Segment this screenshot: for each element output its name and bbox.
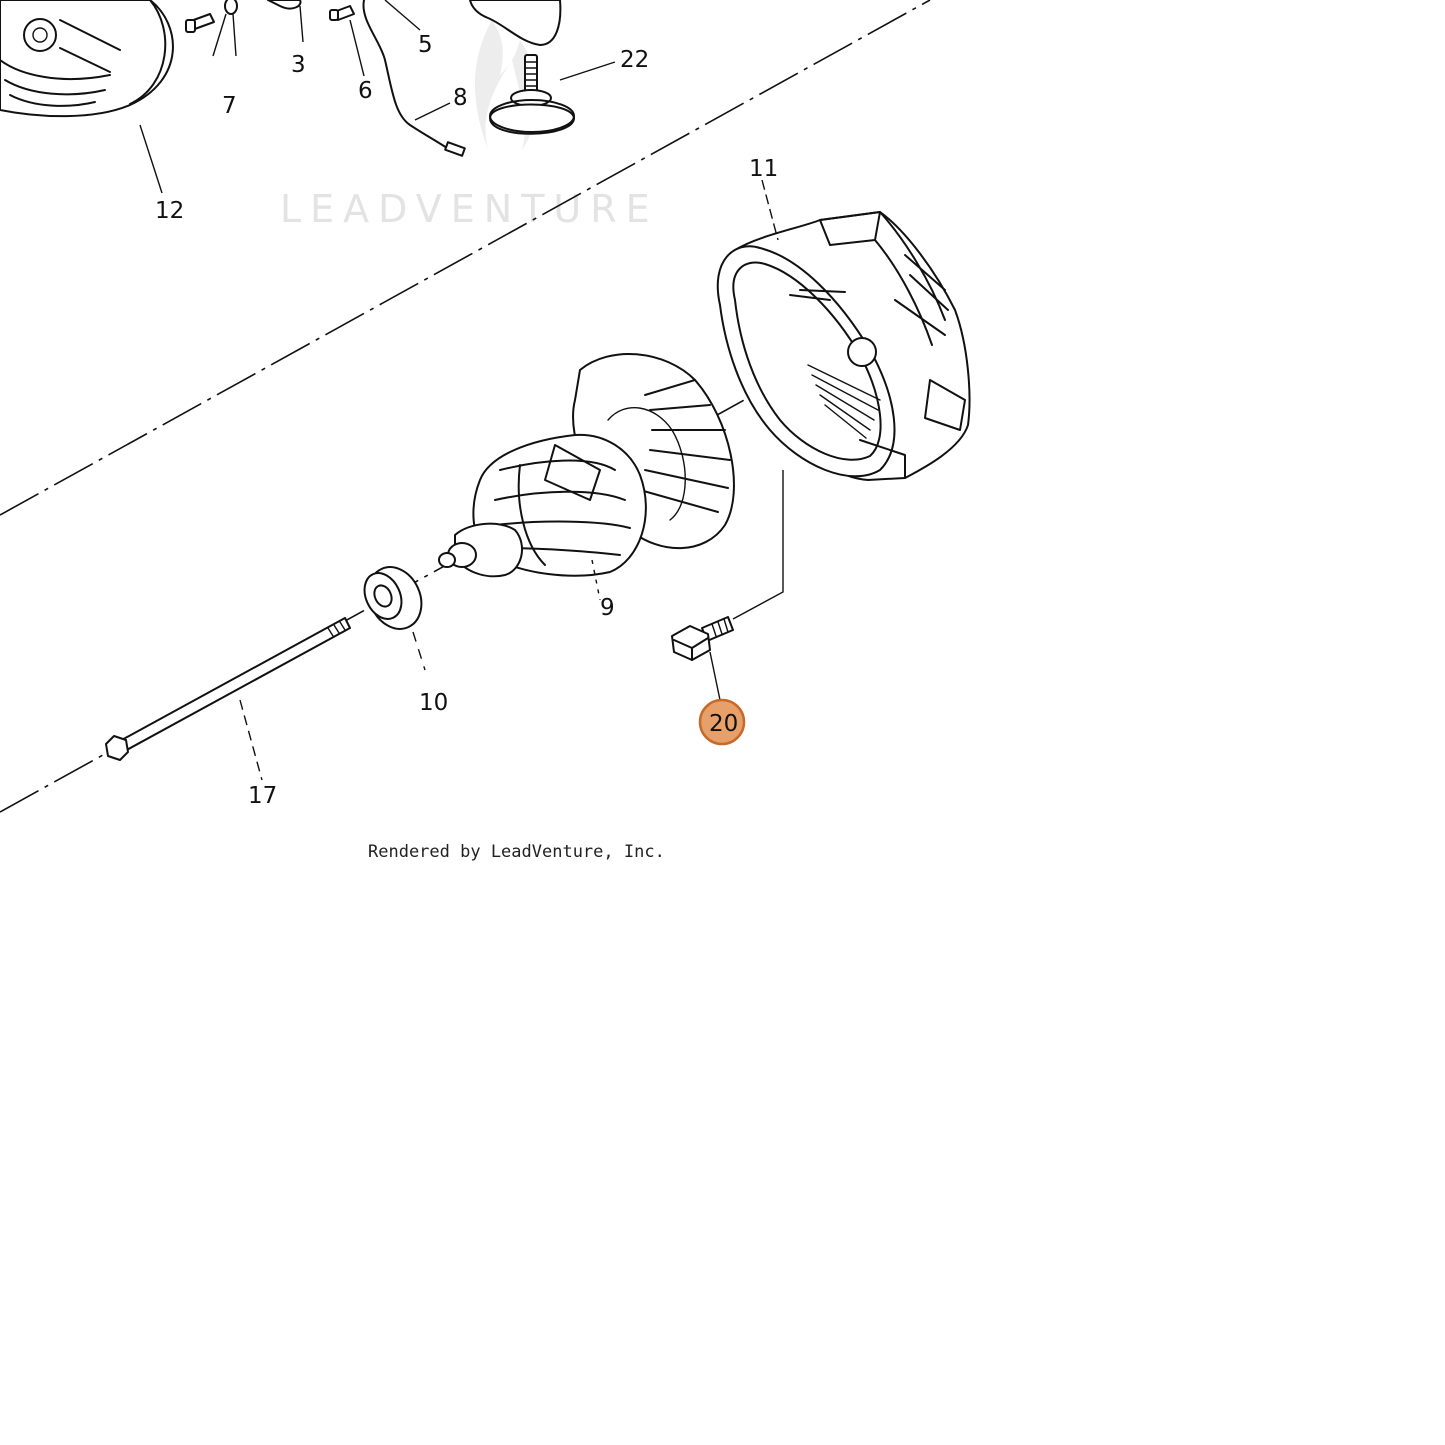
bolt-part-7 bbox=[185, 0, 238, 33]
through-bolt-part-17 bbox=[105, 617, 351, 761]
housing-part-11 bbox=[716, 211, 971, 481]
highlight-circle-part-20[interactable] bbox=[698, 698, 746, 746]
part-label-12[interactable]: 12 bbox=[155, 198, 184, 224]
part-label-9[interactable]: 9 bbox=[600, 595, 615, 621]
render-credit: Rendered by LeadVenture, Inc. bbox=[368, 842, 665, 862]
part-label-10[interactable]: 10 bbox=[419, 690, 448, 716]
watermark-flame-icon bbox=[474, 20, 539, 150]
part-3 bbox=[267, 0, 302, 10]
leader-lines bbox=[139, 0, 784, 781]
part-label-6[interactable]: 6 bbox=[358, 78, 373, 104]
rubber-foot-part-22 bbox=[489, 54, 575, 135]
part-label-20[interactable]: 20 bbox=[709, 711, 738, 737]
watermark: LEADVENTURE bbox=[280, 20, 659, 231]
part-label-7[interactable]: 7 bbox=[222, 93, 237, 119]
end-cover-part-12 bbox=[0, 0, 174, 118]
bracket-part-5 bbox=[469, 0, 562, 46]
armature-part-9 bbox=[438, 353, 735, 578]
screw-part-6 bbox=[329, 5, 355, 21]
bearing-part-10 bbox=[363, 566, 423, 630]
watermark-text: LEADVENTURE bbox=[280, 187, 659, 231]
upper-centerline bbox=[0, 0, 931, 516]
part-label-5[interactable]: 5 bbox=[418, 32, 433, 58]
part-label-11[interactable]: 11 bbox=[749, 156, 778, 182]
lead-wire-part-8 bbox=[362, 0, 466, 157]
part-label-17[interactable]: 17 bbox=[248, 783, 277, 809]
part-label-3[interactable]: 3 bbox=[291, 52, 306, 78]
part-label-22[interactable]: 22 bbox=[620, 47, 649, 73]
part-label-8[interactable]: 8 bbox=[453, 85, 468, 111]
bolt-part-20 bbox=[671, 616, 734, 661]
